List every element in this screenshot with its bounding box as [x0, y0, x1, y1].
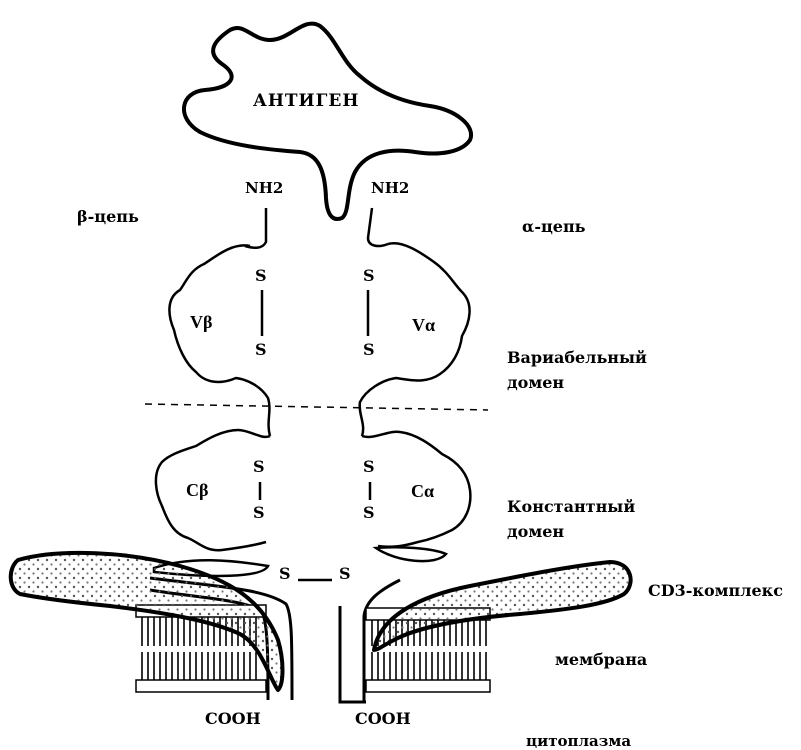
cytoplasm-label: цитоплазма [526, 734, 631, 749]
alpha-nh2-label: NH2 [371, 181, 409, 196]
valpha-s-bottom: S [363, 342, 375, 358]
vbeta-s-bottom: S [255, 342, 267, 358]
cd3-complex-right [374, 562, 631, 650]
vbeta-s-top: S [255, 268, 267, 284]
c-beta-label: Cβ [186, 481, 208, 499]
beta-cooh-label: COOH [205, 711, 261, 727]
beta-nh2-label: NH2 [245, 181, 283, 196]
c-alpha-label: Cα [411, 482, 434, 500]
v-alpha-label: Vα [412, 316, 435, 334]
calpha-s-top: S [363, 459, 375, 475]
membrane-label: мембрана [555, 652, 647, 668]
alpha-transmembrane-outer [340, 606, 366, 702]
beta-chain-label: β-цепь [77, 209, 139, 225]
variable-domain-label-line1: Вариабельный [507, 350, 647, 366]
variable-domain-label-line2: домен [507, 375, 564, 391]
cbeta-s-top: S [253, 459, 265, 475]
constant-domain-label-line1: Константный [507, 499, 635, 515]
cd3-complex-label: CD3-комплекс [648, 583, 783, 599]
alpha-connecting-loop [376, 547, 446, 561]
domain-divider-line [145, 404, 488, 410]
v-beta-label: Vβ [190, 313, 212, 331]
interchain-s-right: S [339, 566, 351, 582]
cbeta-s-bottom: S [253, 505, 265, 521]
interchain-s-left: S [279, 566, 291, 582]
alpha-nh2-tail [368, 208, 388, 246]
alpha-chain-label: α-цепь [522, 219, 586, 235]
valpha-s-top: S [363, 268, 375, 284]
beta-constant-domain [156, 430, 270, 550]
alpha-cooh-label: COOH [355, 711, 411, 727]
beta-nh2-tail [245, 208, 266, 248]
constant-domain-label-line2: домен [507, 524, 564, 540]
calpha-s-bottom: S [363, 505, 375, 521]
alpha-variable-domain [360, 243, 470, 436]
antigen-shape [184, 24, 471, 219]
antigen-label: АНТИГЕН [253, 93, 359, 110]
